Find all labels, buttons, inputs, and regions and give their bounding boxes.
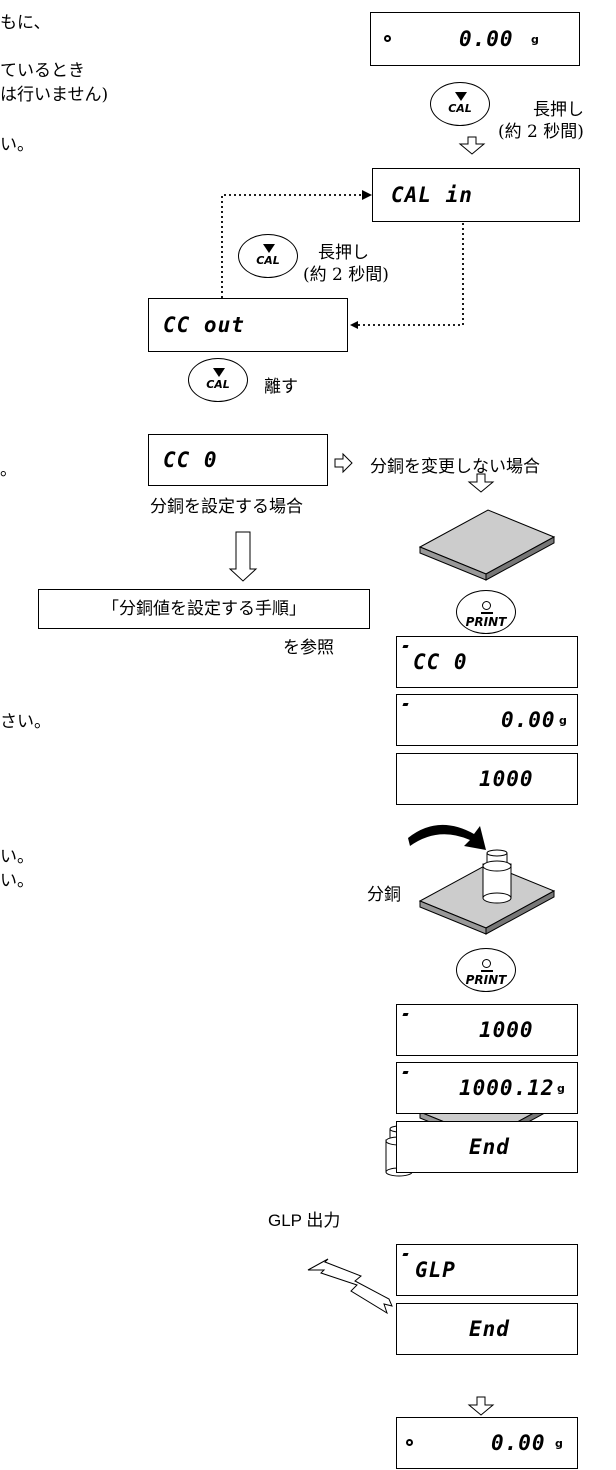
- display-zero-g: 0.00 g: [396, 694, 578, 746]
- display-end-2: End: [396, 1303, 578, 1355]
- display-zero-start: 0.00 g: [370, 12, 580, 66]
- display-value: 1000.12: [459, 1076, 555, 1100]
- glp-output-label: GLP 出力: [268, 1211, 341, 1230]
- print-button[interactable]: PRINT: [456, 590, 516, 634]
- display-value: 1000: [479, 767, 534, 791]
- display-end: End: [396, 1121, 578, 1173]
- left-text-line: ているとき: [0, 61, 85, 81]
- display-1000: 1000: [396, 753, 578, 805]
- left-text-line: い。: [0, 871, 34, 891]
- display-value: 0.00: [501, 708, 556, 732]
- duration-label: (約 2 秒間): [303, 265, 389, 285]
- left-text-line: は行いません): [0, 85, 109, 105]
- display-zero-end: 0.00 g: [396, 1417, 578, 1469]
- display-cc-zero: CC 0: [148, 434, 328, 486]
- cal-button[interactable]: CAL: [188, 358, 248, 402]
- display-cc-zero-2: CC 0: [396, 636, 578, 688]
- indicator-mark: [402, 703, 409, 706]
- indicator-mark: [402, 1071, 409, 1074]
- refer-label: を参照: [283, 638, 334, 658]
- duration-label: (約 2 秒間): [498, 122, 584, 142]
- stable-indicator: [406, 1439, 413, 1446]
- display-cal-in: CAL in: [372, 168, 580, 222]
- down-triangle-icon: [263, 244, 275, 253]
- cal-button[interactable]: CAL: [238, 234, 298, 278]
- set-weight-label: 分銅を設定する場合: [150, 497, 303, 517]
- long-press-label: 長押し: [533, 100, 584, 120]
- circle-icon: [482, 959, 491, 968]
- weight-label: 分銅: [367, 885, 401, 905]
- no-change-label: 分銅を変更しない場合: [370, 457, 540, 477]
- indicator-mark: [402, 1253, 409, 1256]
- display-value: End: [469, 1317, 510, 1341]
- display-glp: GLP: [396, 1244, 578, 1296]
- display-1000-2: 1000: [396, 1004, 578, 1056]
- procedure-reference-box: 「分銅値を設定する手順」: [38, 589, 370, 629]
- display-1000-12: 1000.12 g: [396, 1062, 578, 1114]
- display-value: CC 0: [163, 448, 218, 472]
- stable-indicator: [384, 35, 391, 42]
- circle-icon: [482, 601, 491, 610]
- display-cc-out: CC out: [148, 298, 348, 352]
- long-press-label: 長押し: [318, 243, 369, 263]
- left-text-line: い。: [0, 135, 34, 155]
- display-value: CC out: [163, 313, 245, 337]
- cal-button[interactable]: CAL: [430, 82, 490, 126]
- left-text-line: さい。: [0, 712, 51, 732]
- indicator-mark: [402, 645, 409, 648]
- display-unit: g: [557, 1082, 565, 1095]
- down-triangle-icon: [213, 368, 225, 377]
- release-label: 離す: [264, 377, 298, 397]
- display-unit: g: [531, 33, 539, 46]
- print-button[interactable]: PRINT: [456, 948, 516, 992]
- down-triangle-icon: [455, 92, 467, 101]
- display-value: CAL in: [391, 183, 473, 207]
- display-value: GLP: [415, 1258, 456, 1282]
- display-value: 1000: [479, 1018, 534, 1042]
- left-text-line: もに、: [0, 13, 51, 33]
- indicator-mark: [402, 1013, 409, 1016]
- left-text-line: い。: [0, 847, 34, 867]
- display-unit: g: [559, 714, 567, 727]
- display-value: 0.00: [491, 1431, 546, 1455]
- display-value: End: [469, 1135, 510, 1159]
- display-value: CC 0: [413, 650, 468, 674]
- left-text-line: 。: [0, 460, 17, 480]
- display-unit: g: [555, 1437, 563, 1450]
- display-value: 0.00: [459, 27, 514, 51]
